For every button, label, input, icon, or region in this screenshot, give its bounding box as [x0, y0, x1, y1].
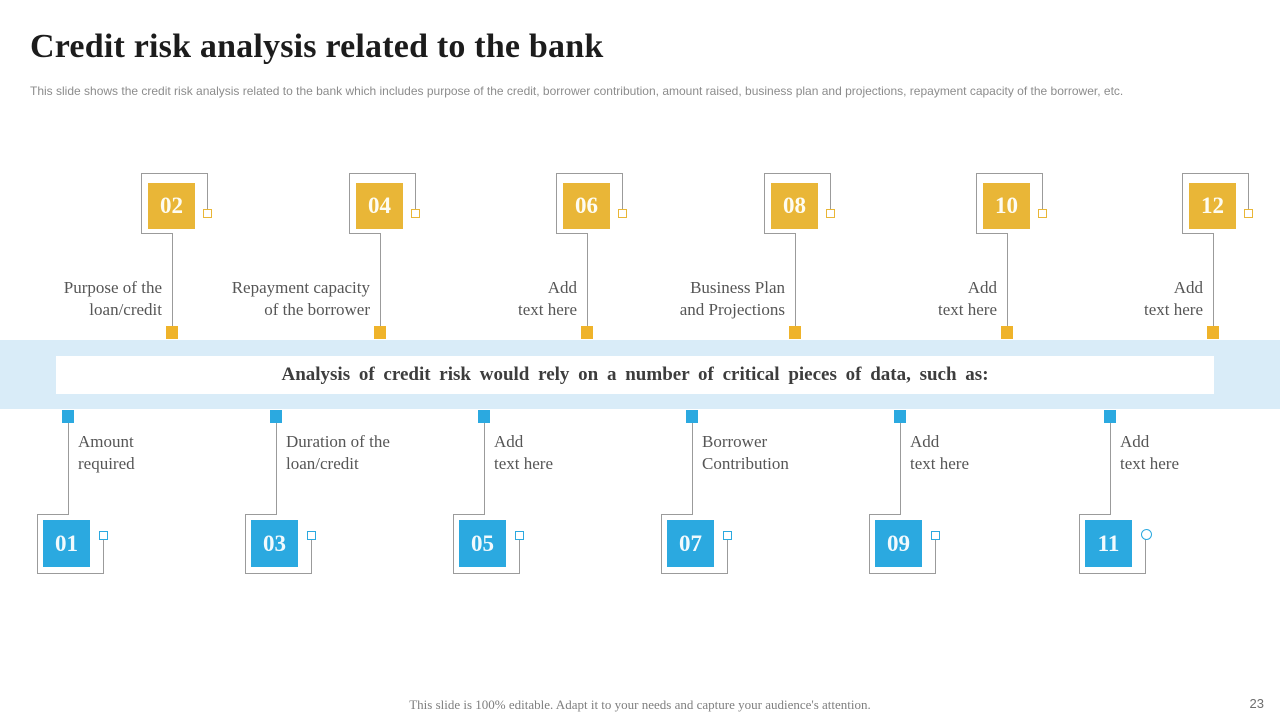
connector-endpoint — [789, 326, 801, 339]
connector-line — [795, 233, 796, 326]
outline-frame — [141, 173, 208, 214]
connector-endpoint — [1001, 326, 1013, 339]
connector-endpoint — [686, 410, 698, 423]
outline-frame — [976, 173, 1043, 214]
connector-node — [99, 531, 108, 540]
connector-node — [723, 531, 732, 540]
milestone-label[interactable]: Add text here — [494, 432, 553, 473]
milestone-number-box[interactable]: 04 — [356, 183, 403, 229]
connector-line — [692, 423, 693, 514]
connector-endpoint — [581, 326, 593, 339]
connector-node — [931, 531, 940, 540]
milestone-number-box[interactable]: 09 — [875, 520, 922, 567]
milestone-label[interactable]: Add text here — [1144, 278, 1203, 319]
connector-node — [618, 209, 627, 218]
connector-node — [1141, 529, 1152, 540]
milestone-number-box[interactable]: 02 — [148, 183, 195, 229]
outline-frame — [37, 514, 69, 574]
connector-node — [826, 209, 835, 218]
outline-frame — [1182, 173, 1249, 214]
connector-endpoint — [62, 410, 74, 423]
connector-line — [276, 423, 277, 514]
milestone-label[interactable]: Duration of the loan/credit — [286, 432, 390, 473]
outline-frame — [556, 173, 588, 234]
milestone-label[interactable]: Amount required — [78, 432, 135, 473]
connector-endpoint — [478, 410, 490, 423]
editable-note: This slide is 100% editable. Adapt it to… — [409, 697, 871, 712]
milestone-number-box[interactable]: 05 — [459, 520, 506, 567]
page-subtitle: This slide shows the credit risk analysi… — [30, 84, 1124, 98]
milestone-number-box[interactable]: 12 — [1189, 183, 1236, 229]
milestone-label[interactable]: Add text here — [938, 278, 997, 319]
connector-line — [900, 423, 901, 514]
page-number: 23 — [1249, 696, 1264, 711]
milestone-label[interactable]: Repayment capacity of the borrower — [231, 278, 370, 319]
connector-node — [1038, 209, 1047, 218]
connector-node — [411, 209, 420, 218]
connector-endpoint — [374, 326, 386, 339]
milestone-number-box[interactable]: 11 — [1085, 520, 1132, 567]
connector-line — [484, 423, 485, 514]
connector-endpoint — [894, 410, 906, 423]
outline-frame — [661, 534, 728, 574]
milestone-label[interactable]: Add text here — [910, 432, 969, 473]
milestone-number-box[interactable]: 01 — [43, 520, 90, 567]
outline-frame — [453, 514, 485, 574]
connector-endpoint — [166, 326, 178, 339]
outline-frame — [37, 534, 104, 574]
connector-line — [1007, 233, 1008, 326]
outline-frame — [349, 173, 416, 214]
milestone-number-box[interactable]: 08 — [771, 183, 818, 229]
connector-node — [515, 531, 524, 540]
outline-frame — [245, 514, 277, 574]
connector-line — [1213, 233, 1214, 326]
connector-line — [380, 233, 381, 326]
outline-frame — [1079, 514, 1111, 574]
outline-frame — [869, 534, 936, 574]
outline-frame — [245, 534, 312, 574]
milestone-number-box[interactable]: 06 — [563, 183, 610, 229]
outline-frame — [1182, 173, 1214, 234]
connector-line — [172, 233, 173, 326]
outline-frame — [141, 173, 173, 234]
milestone-label[interactable]: Business Plan and Projections — [679, 278, 785, 319]
connector-line — [68, 423, 69, 514]
milestone-label[interactable]: Add text here — [518, 278, 577, 319]
outline-frame — [1079, 534, 1146, 574]
outline-frame — [764, 173, 796, 234]
connector-endpoint — [1207, 326, 1219, 339]
milestone-label[interactable]: Purpose of the loan/credit — [63, 278, 162, 319]
milestone-number-box[interactable]: 03 — [251, 520, 298, 567]
connector-node — [203, 209, 212, 218]
page-title: Credit risk analysis related to the bank — [30, 28, 604, 65]
outline-frame — [453, 534, 520, 574]
connector-node — [307, 531, 316, 540]
outline-frame — [976, 173, 1008, 234]
outline-frame — [349, 173, 381, 234]
milestone-number-box[interactable]: 10 — [983, 183, 1030, 229]
outline-frame — [869, 514, 901, 574]
milestone-number-box[interactable]: 07 — [667, 520, 714, 567]
connector-endpoint — [1104, 410, 1116, 423]
connector-node — [1244, 209, 1253, 218]
outline-frame — [661, 514, 693, 574]
center-band: Analysis of credit risk would rely on a … — [0, 340, 1280, 409]
center-statement[interactable]: Analysis of credit risk would rely on a … — [56, 356, 1214, 394]
milestone-label[interactable]: Borrower Contribution — [702, 432, 789, 473]
outline-frame — [764, 173, 831, 214]
milestone-label[interactable]: Add text here — [1120, 432, 1179, 473]
connector-line — [1110, 423, 1111, 514]
connector-endpoint — [270, 410, 282, 423]
outline-frame — [556, 173, 623, 214]
connector-line — [587, 233, 588, 326]
